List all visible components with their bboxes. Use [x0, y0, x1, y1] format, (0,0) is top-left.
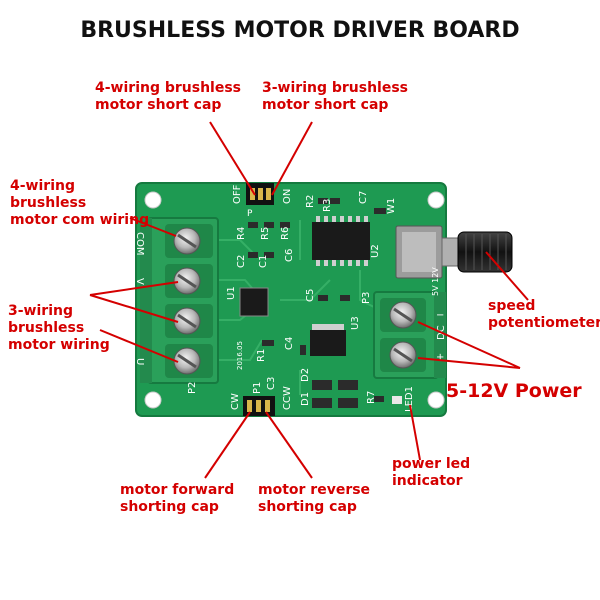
label-4wire-short-cap: 4-wiring brushless motor short cap: [95, 80, 242, 113]
terminal-block-p2: [140, 217, 219, 384]
silk-c3: C3: [266, 377, 277, 390]
silk-r3: R3: [322, 199, 333, 212]
silk-c2: C2: [236, 255, 247, 268]
screw-terminal: [165, 344, 213, 378]
chip-u1: [239, 287, 269, 317]
silk-u: U: [134, 358, 145, 365]
silk-p: P: [247, 209, 253, 219]
silk-u2: U2: [370, 244, 381, 258]
silk-r7: R7: [366, 391, 377, 404]
smd-components: [248, 198, 402, 408]
silk-p1: P1: [252, 382, 263, 394]
silk-ccw: CCW: [282, 386, 293, 410]
silk-led1: LED1: [404, 386, 415, 412]
silk-p3: P3: [361, 292, 372, 304]
label-power: 5-12V Power: [446, 380, 582, 402]
label-3wire-motor-wiring: 3-wiring brushless motor wiring: [8, 303, 110, 353]
silk-c5: C5: [305, 289, 316, 302]
mounting-hole: [144, 391, 162, 409]
regulator-u3: [310, 324, 346, 356]
screw-terminal: [380, 338, 426, 372]
speed-potentiometer: [395, 225, 513, 279]
silk-com: COM: [134, 232, 145, 255]
silk-u1: U1: [226, 286, 237, 300]
leader-lines: [89, 121, 529, 479]
silk-r4: R4: [236, 227, 247, 240]
label-4wire-com-wiring: 4-wiring brushless motor com wiring: [10, 178, 150, 228]
jumper-header-top: [246, 183, 274, 205]
silk-c6: C6: [284, 249, 295, 262]
silk-c7: C7: [358, 191, 369, 204]
silk-minus: −: [436, 310, 444, 321]
chip-u2: [312, 216, 370, 266]
screw-terminal: [165, 304, 213, 338]
silk-cw: CW: [230, 393, 241, 410]
silk-date: 2016.05: [236, 341, 244, 370]
silk-w1: W1: [386, 198, 397, 214]
terminal-block-p3: [373, 291, 446, 379]
silk-on: ON: [282, 189, 293, 204]
mounting-hole: [427, 391, 445, 409]
silk-r6: R6: [280, 227, 291, 240]
silk-pot-value: 5V 12V: [431, 267, 440, 296]
silk-r1: R1: [256, 349, 267, 362]
silk-plus: +: [436, 352, 444, 363]
silk-c1: C1: [258, 255, 269, 268]
silk-u3: U3: [350, 316, 361, 330]
silk-r2: R2: [305, 195, 316, 208]
mounting-hole: [427, 191, 445, 209]
label-speed-potentiometer: speed potentiometer: [488, 298, 600, 331]
label-3wire-short-cap: 3-wiring brushless motor short cap: [262, 80, 409, 113]
silk-v: V: [134, 278, 145, 285]
jumper-header-bottom: [243, 396, 275, 416]
page-title: BRUSHLESS MOTOR DRIVER BOARD: [80, 18, 520, 43]
screw-terminal: [380, 298, 426, 332]
label-power-led: power led indicator: [392, 456, 471, 489]
screw-terminal: [165, 224, 213, 258]
silk-off: OFF: [232, 184, 243, 204]
silk-d2: D2: [300, 368, 311, 382]
silk-c4: C4: [284, 337, 295, 350]
label-motor-reverse: motor reverse shorting cap: [258, 482, 371, 515]
screw-terminal: [165, 264, 213, 298]
label-motor-forward: motor forward shorting cap: [120, 482, 235, 515]
silk-p2: P2: [187, 382, 198, 394]
silk-d1: D1: [300, 392, 311, 406]
silk-r5: R5: [260, 227, 271, 240]
mounting-hole: [144, 191, 162, 209]
